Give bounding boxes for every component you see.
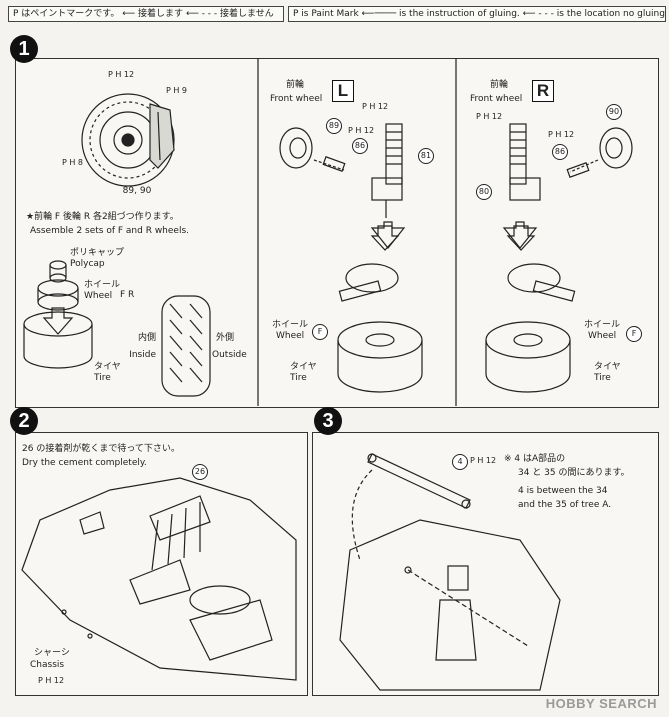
right-part-86: 86 — [552, 144, 568, 160]
wheel-jp: ホイール — [84, 280, 121, 290]
outside-en: Outside — [212, 350, 247, 360]
chassis-drawing-step3 — [339, 453, 561, 691]
right-wheel-F: F — [626, 326, 642, 342]
assemble-jp: ★前輪 F 後輪 R 各2組づつ作ります。 — [26, 212, 179, 222]
left-tire-jp: タイヤ — [290, 362, 317, 372]
step2-note-en: Dry the cement completely. — [22, 458, 147, 468]
chassis-paint-mark: P H 12 — [38, 676, 65, 685]
wheel-stack-drawing — [23, 260, 93, 369]
disc-paint-mark-1: P H 12 — [108, 70, 135, 79]
polycap-jp: ポリキャップ — [70, 248, 125, 258]
legend-jp-noglue: 接着しません — [220, 9, 274, 19]
wheel-en: Wheel — [84, 291, 113, 301]
legend-jp-paint: P はペイントマークです。 — [13, 9, 120, 19]
right-pm-2: P H 12 — [548, 130, 575, 139]
right-wheel-en: Wheel — [588, 331, 617, 341]
left-part-86: 86 — [352, 138, 368, 154]
chassis-jp: シャーシ — [34, 648, 70, 658]
step2-panel — [15, 432, 308, 696]
tire-jp-small: タイヤ — [94, 362, 121, 372]
step3-note-jp1: ※ 4 はA部品の — [504, 454, 566, 464]
left-front-en: Front wheel — [270, 94, 323, 104]
left-wheel-F: F — [312, 324, 328, 340]
left-pm-1: P H 12 — [362, 102, 389, 111]
legend-glue-arrow: ⟵ — [122, 9, 136, 19]
left-assembly-arrow — [370, 225, 400, 251]
right-tire-jp: タイヤ — [594, 362, 621, 372]
disc-paint-mark-3: P H 8 — [62, 158, 84, 167]
step1-number: 1 — [10, 35, 38, 63]
polycap-en: Polycap — [70, 259, 105, 269]
step3-number: 3 — [314, 407, 342, 435]
step3-note-en2: and the 35 of tree A. — [518, 500, 612, 510]
right-assembly-arrow — [506, 225, 536, 251]
left-tire-en: Tire — [290, 373, 307, 383]
step2-part-26: 26 — [192, 464, 208, 480]
wheel-marks: F R — [120, 290, 135, 300]
watermark: HOBBY SEARCH — [545, 696, 657, 711]
step3-panel — [312, 432, 659, 696]
assemble-en: Assemble 2 sets of F and R wheels. — [30, 226, 190, 236]
brake-disc-drawing — [81, 93, 175, 187]
left-wheel-en: Wheel — [276, 331, 305, 341]
chassis-drawing-step2 — [21, 477, 297, 681]
right-part-80: 80 — [476, 184, 492, 200]
right-hub-assembly — [485, 123, 633, 393]
right-part-90: 90 — [606, 104, 622, 120]
left-part-89: 89 — [326, 118, 342, 134]
legend-english: P is Paint Mark ⟵──── is the instruction… — [288, 6, 666, 22]
left-hub-assembly — [279, 123, 423, 393]
right-front-jp: 前輪 — [490, 80, 509, 90]
step3-part-pm: P H 12 — [470, 456, 497, 465]
step2-note-jp: 26 の接着剤が乾くまで待って下さい。 — [22, 444, 180, 454]
step3-part-4: 4 — [452, 454, 468, 470]
disc-paint-mark-2: P H 9 — [166, 86, 188, 95]
outside-jp: 外側 — [216, 333, 235, 343]
legend-glue-arrow: ⟵──── — [361, 9, 397, 19]
left-pm-2: P H 12 — [348, 126, 375, 135]
right-pm-1: P H 12 — [476, 112, 503, 121]
step3-note-jp2: 34 と 35 の間にあります。 — [518, 468, 630, 478]
step2-number: 2 — [10, 407, 38, 435]
step1-panel — [15, 58, 659, 408]
right-wheel-jp: ホイール — [584, 320, 621, 330]
step3-note-en1: 4 is between the 34 — [518, 486, 608, 496]
legend-japanese: P はペイントマークです。 ⟵ 接着します ⟵ - - - 接着しません — [8, 6, 284, 22]
tire-en-small: Tire — [94, 373, 111, 383]
left-part-81: 81 — [418, 148, 434, 164]
inside-jp: 内側 — [137, 333, 156, 343]
inside-en: Inside — [129, 350, 156, 360]
legend-en-noglue: is the location no gluing. — [556, 9, 666, 19]
tread-tire-drawing — [161, 295, 211, 397]
legend-noglue-arrow: ⟵ - - - — [522, 9, 554, 19]
right-tire-en: Tire — [594, 373, 611, 383]
disc-part-numbers: 89, 90 — [122, 186, 152, 196]
right-side-box: R — [532, 80, 554, 102]
left-front-jp: 前輪 — [286, 80, 305, 90]
legend-noglue-arrow: ⟵ - - - — [185, 9, 218, 19]
right-front-en: Front wheel — [470, 94, 523, 104]
chassis-en: Chassis — [30, 660, 65, 670]
legend-en-glue: is the instruction of gluing. — [399, 9, 520, 19]
legend-en-paint: P is Paint Mark — [293, 9, 359, 19]
legend-jp-glue: 接着します — [138, 9, 184, 19]
left-side-box: L — [332, 80, 354, 102]
left-wheel-jp: ホイール — [272, 320, 309, 330]
